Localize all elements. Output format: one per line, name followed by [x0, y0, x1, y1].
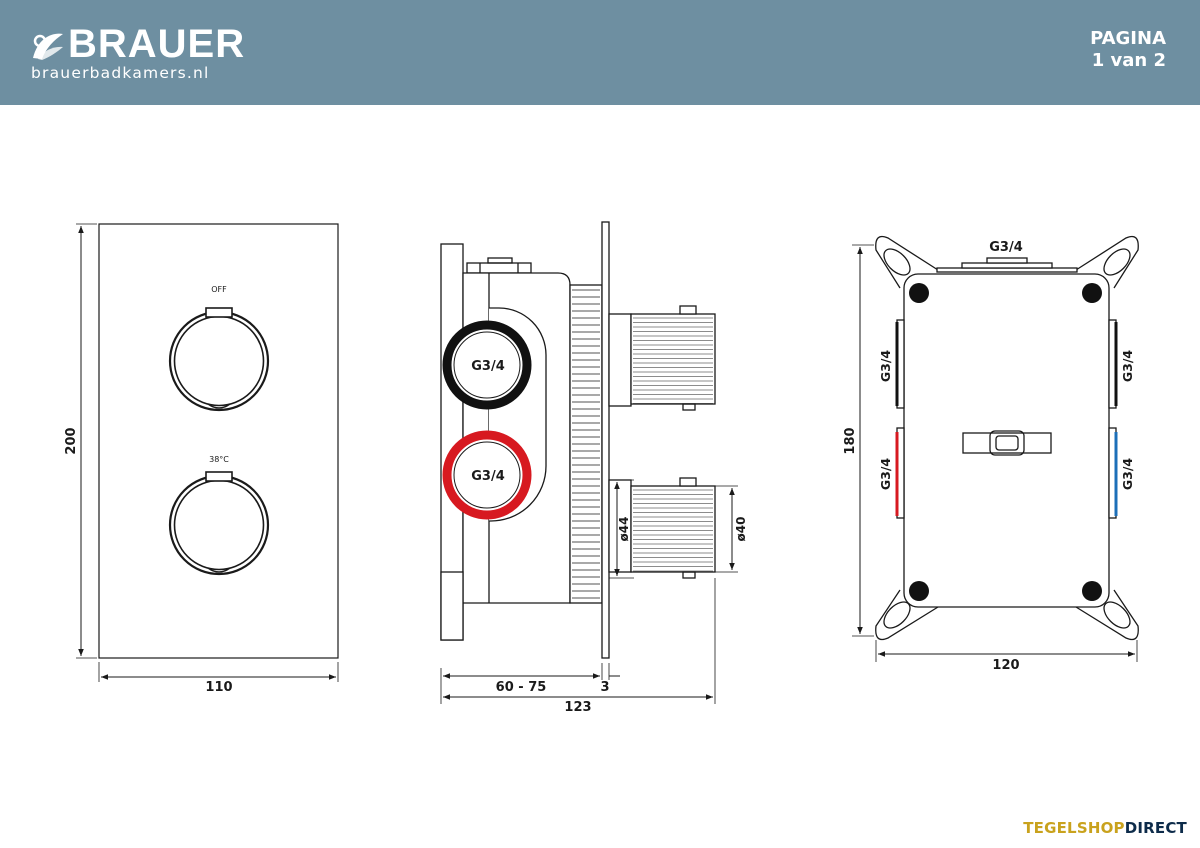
back-height-label: 180: [843, 427, 858, 454]
back-view: [875, 235, 1139, 641]
technical-drawing: OFF 38°C 200 110 G3/: [64, 221, 1139, 715]
upper-spindle: [630, 313, 716, 405]
screw-hole-br: [1082, 581, 1102, 601]
page-number: 1 van 2: [1091, 50, 1166, 71]
spirit-level: [962, 432, 1052, 454]
back-width-label: 120: [992, 658, 1019, 673]
back-port-top-label: G3/4: [989, 240, 1023, 255]
hot-port-ring: [442, 430, 532, 520]
screw-hole-tl: [909, 283, 929, 303]
dim-40-label: ø40: [734, 517, 748, 542]
front-height-label: 200: [64, 427, 79, 454]
back-port-left-upper-label: G3/4: [878, 350, 893, 383]
header-bar: BRAUER brauerbadkamers.nl PAGINA 1 van 2: [0, 0, 1200, 105]
footer-brand-part-a: TEGELSHOP: [1023, 819, 1125, 837]
dim-depth-label: 60 - 75: [496, 680, 547, 695]
side-port-bottom-label: G3/4: [471, 469, 505, 484]
dim-plate-label: 3: [600, 680, 609, 695]
brand-url[interactable]: brauerbadkamers.nl: [31, 64, 210, 82]
mounting-ear-tr: [1075, 235, 1139, 289]
dim-44-label: ø44: [617, 517, 631, 542]
brand-logo-icon: [33, 33, 63, 60]
footer-brand-logo[interactable]: TEGELSHOPDIRECT: [1023, 819, 1187, 837]
brand-logo[interactable]: BRAUER brauerbadkamers.nl: [30, 22, 244, 84]
front-view: [76, 223, 339, 682]
knob-temp-label: 38°C: [209, 455, 229, 464]
thread-ridges: [572, 289, 600, 599]
dim-total-label: 123: [564, 700, 591, 715]
back-port-left-lower-label: G3/4: [878, 458, 893, 491]
mounting-ear-br: [1075, 589, 1139, 641]
screw-hole-bl: [909, 581, 929, 601]
side-port-top-label: G3/4: [471, 359, 505, 374]
cold-port-ring: [442, 320, 532, 410]
front-width-label: 110: [205, 680, 232, 695]
spindle-ridges: [633, 317, 713, 572]
mounting-ear-tl: [875, 235, 939, 289]
back-port-right-upper-label: G3/4: [1120, 350, 1135, 383]
knob-temperature: [168, 471, 270, 576]
page-label: PAGINA: [1090, 28, 1166, 49]
knob-off: [168, 307, 270, 412]
page-indicator: PAGINA 1 van 2: [1090, 28, 1166, 72]
back-body: [903, 273, 1110, 608]
back-port-right-lower-label: G3/4: [1120, 458, 1135, 491]
knob-off-label: OFF: [211, 285, 227, 294]
brand-name: BRAUER: [68, 22, 246, 66]
side-wall-plate: [601, 221, 610, 659]
front-plate: [98, 223, 339, 659]
screw-hole-tr: [1082, 283, 1102, 303]
footer-brand-part-b: DIRECT: [1124, 819, 1187, 837]
